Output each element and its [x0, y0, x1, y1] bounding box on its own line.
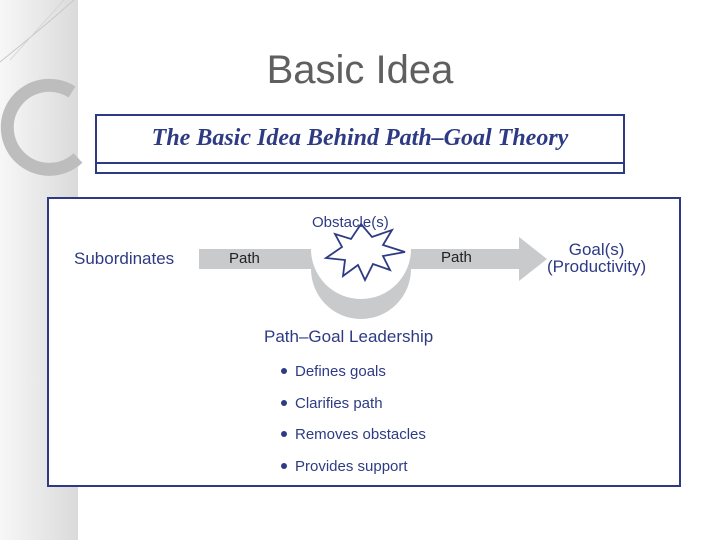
goal-label: Goal(s) (Productivity): [547, 241, 646, 275]
goal-label-line2: (Productivity): [547, 257, 647, 276]
diagram-title-banner: The Basic Idea Behind Path–Goal Theory: [95, 114, 625, 174]
path-label-right: Path: [441, 249, 472, 266]
path-arrow-graphic: [199, 222, 547, 319]
list-item: Provides support: [281, 458, 426, 490]
bullet-icon: [281, 368, 287, 375]
slide-title: Basic Idea: [266, 48, 454, 92]
path-arrow-shape: [199, 237, 547, 319]
diagram-title: The Basic Idea Behind Path–Goal Theory: [151, 125, 569, 151]
bullet-icon: [281, 399, 287, 406]
subordinates-label: Subordinates: [74, 249, 175, 268]
leadership-list: Defines goals Clarifies path Removes obs…: [281, 363, 426, 489]
banner-underline: [97, 162, 623, 164]
path-goal-diagram: Subordinates Obstacle(s) Path Path Goal(…: [47, 197, 681, 487]
obstacle-label: Obstacle(s): [312, 214, 389, 231]
decorative-swoosh-graphic: [0, 0, 83, 176]
leadership-heading: Path–Goal Leadership: [264, 327, 434, 346]
obstacle-burst-shape: [323, 222, 406, 283]
path-label-left: Path: [229, 250, 260, 267]
bullet-icon: [281, 431, 287, 438]
list-item: Clarifies path: [281, 395, 426, 427]
bullet-icon: [281, 462, 287, 469]
goal-label-line1: Goal(s): [568, 240, 625, 259]
list-item: Removes obstacles: [281, 426, 426, 458]
list-item: Defines goals: [281, 363, 426, 395]
